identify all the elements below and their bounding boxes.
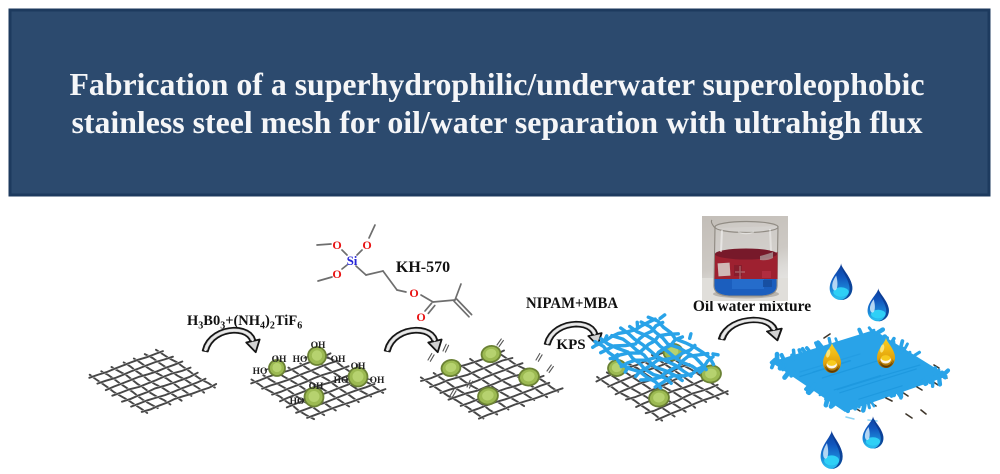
svg-text:HO: HO (253, 367, 268, 377)
svg-text:Si: Si (347, 253, 358, 268)
svg-text:stainless steel mesh for oil/w: stainless steel mesh for oil/water separ… (72, 104, 923, 140)
svg-text:HO: HO (293, 355, 308, 365)
svg-text:NIPAM+MBA: NIPAM+MBA (526, 295, 618, 312)
svg-text:OH: OH (331, 355, 346, 365)
svg-text:O: O (409, 286, 418, 300)
svg-text:O: O (416, 310, 425, 324)
svg-text:OH: OH (309, 382, 324, 392)
svg-text:HO: HO (334, 376, 349, 386)
svg-text:O: O (332, 238, 341, 252)
svg-text:HO: HO (290, 397, 305, 407)
svg-text:OH: OH (351, 362, 366, 372)
svg-text:Oil water mixture: Oil water mixture (693, 298, 811, 315)
svg-text:OH: OH (370, 376, 385, 386)
svg-text:KH-570: KH-570 (396, 259, 450, 276)
svg-text:Fabrication of a superhydrophi: Fabrication of a superhydrophilic/underw… (70, 66, 925, 102)
svg-text:O: O (332, 267, 341, 281)
svg-text:O: O (362, 238, 371, 252)
svg-text:KPS: KPS (556, 337, 585, 353)
svg-text:OH: OH (272, 355, 287, 365)
svg-text:OH: OH (311, 341, 326, 351)
